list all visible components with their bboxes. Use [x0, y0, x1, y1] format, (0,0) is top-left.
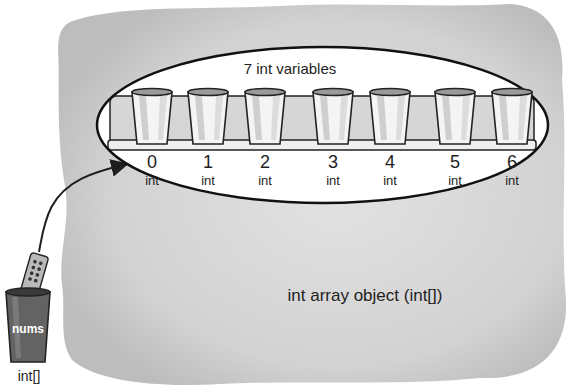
heap-blob [58, 4, 566, 385]
int-cup-outline [310, 88, 356, 188]
int-cup: 4int [367, 88, 413, 188]
int-cup-outline [129, 88, 175, 188]
array-object-fill [97, 47, 548, 203]
int-cup: 3int [310, 88, 356, 188]
int-cup: 5int [432, 88, 478, 188]
int-cup-outline [489, 88, 535, 188]
type-label: int [505, 174, 519, 188]
type-label: int[] [18, 369, 41, 384]
index-number: 5 [450, 153, 460, 173]
index-number: 6 [507, 153, 517, 173]
int-cup-outline [432, 88, 478, 188]
int-cup: 6int [489, 88, 535, 188]
variable-name: nums [12, 323, 44, 336]
int-cup-outline [367, 88, 413, 188]
type-label: int [326, 174, 340, 188]
int-cup-outline [185, 88, 231, 188]
object-note: 7 int variables [244, 61, 337, 78]
index-number: 2 [260, 153, 270, 173]
index-number: 1 [203, 153, 213, 173]
index-number: 4 [385, 153, 395, 173]
index-number: 0 [147, 153, 157, 173]
object-label: int array object (int[]) [288, 287, 443, 306]
reference-cup: nums int[] [3, 252, 53, 385]
type-label: int [383, 174, 397, 188]
array-object: 7 int variablesint array object (int[])0… [95, 45, 550, 205]
int-cup: 1int [185, 88, 231, 188]
int-cup: 2int [242, 88, 288, 188]
type-label: int [448, 174, 462, 188]
reference-cup-outline [3, 252, 53, 385]
type-label: int [258, 174, 272, 188]
index-number: 3 [328, 153, 338, 173]
int-cup-outline [242, 88, 288, 188]
int-cup: 0int [129, 88, 175, 188]
type-label: int [201, 174, 215, 188]
reference-arrow [39, 164, 127, 252]
type-label: int [145, 174, 159, 188]
